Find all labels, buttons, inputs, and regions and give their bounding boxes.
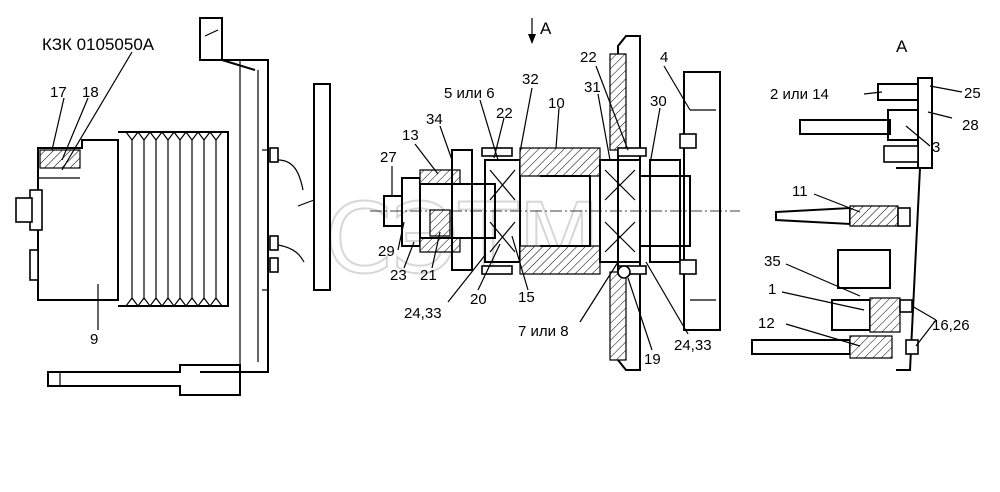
label-arrow-a: A: [540, 19, 552, 38]
label-24-33-right: 24,33: [674, 337, 712, 354]
view-a-arrow: [528, 18, 536, 44]
label-2-or-14: 2 или 14: [770, 86, 829, 103]
label-3: 3: [932, 139, 940, 156]
label-16-26: 16,26: [932, 317, 970, 334]
view-a-assembly: [751, 77, 933, 371]
label-7-or-8: 7 или 8: [518, 323, 569, 340]
left-bracket-assembly: [15, 17, 331, 396]
label-1: 1: [768, 281, 776, 298]
label-20: 20: [470, 291, 487, 308]
label-34: 34: [426, 111, 443, 128]
label-11: 11: [792, 183, 808, 200]
label-22-right: 22: [580, 49, 597, 66]
center-hub-assembly: [370, 35, 740, 371]
label-5-or-6: 5 или 6: [444, 85, 495, 102]
label-17: 17: [50, 84, 67, 101]
label-28: 28: [962, 117, 979, 134]
label-10: 10: [548, 95, 565, 112]
part-labels: КЗК 0105050А 17 18 9 27 13 34 29 23 21 2…: [42, 19, 981, 368]
label-15: 15: [518, 289, 535, 306]
leader-lines: [51, 51, 963, 351]
label-24-33-left: 24,33: [404, 305, 442, 322]
label-view-a: A: [896, 37, 908, 56]
label-25: 25: [964, 85, 981, 102]
label-23: 23: [390, 267, 407, 284]
label-31: 31: [584, 79, 601, 96]
label-29: 29: [378, 243, 395, 260]
label-21: 21: [420, 267, 437, 284]
label-9: 9: [90, 331, 98, 348]
label-19: 19: [644, 351, 661, 368]
label-18: 18: [82, 84, 99, 101]
label-13: 13: [402, 127, 419, 144]
label-30: 30: [650, 93, 667, 110]
label-12: 12: [758, 315, 775, 332]
label-27: 27: [380, 149, 397, 166]
label-4: 4: [660, 49, 668, 66]
label-35: 35: [764, 253, 781, 270]
label-kzk: КЗК 0105050А: [42, 35, 155, 54]
label-32: 32: [522, 71, 539, 88]
label-22-left: 22: [496, 105, 513, 122]
